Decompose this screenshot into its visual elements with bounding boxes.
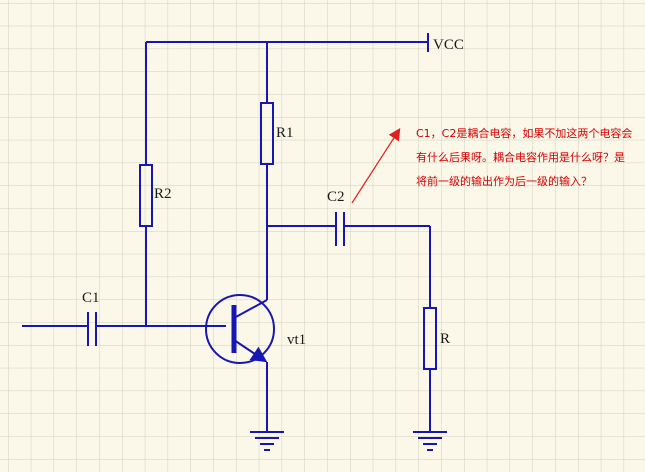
r1-label: R1 [276, 125, 294, 141]
annotation-arrow [351, 127, 401, 204]
annotation-line-2: 有什么后果呀。耦合电容作用是什么呀？是 [416, 150, 625, 164]
annotation-line-3: 将前一级的输出作为后一级的输入？ [416, 174, 592, 188]
ground-symbol-emitter [250, 431, 284, 451]
annotation-line-1: C1，C2是耦合电容，如果不加这两个电容会 [416, 126, 632, 140]
vcc-rail: VCC [146, 33, 464, 53]
ground-symbol-load [413, 431, 447, 451]
c2-label: C2 [327, 189, 345, 205]
resistor-r1: R1 [260, 42, 294, 300]
vcc-label: VCC [433, 37, 464, 53]
transistor-vt1: vt1 [205, 294, 306, 432]
annotation-note: C1，C2是耦合电容，如果不加这两个电容会 有什么后果呀。耦合电容作用是什么呀？… [416, 126, 632, 188]
resistor-r2: R2 [139, 42, 172, 326]
c1-label: C1 [82, 290, 100, 306]
r2-label: R2 [154, 186, 172, 202]
capacitor-c2: C2 [267, 189, 430, 246]
resistor-load: R [423, 226, 450, 432]
capacitor-c1: C1 [22, 290, 226, 346]
load-label: R [440, 331, 450, 347]
vt1-label: vt1 [287, 332, 306, 348]
